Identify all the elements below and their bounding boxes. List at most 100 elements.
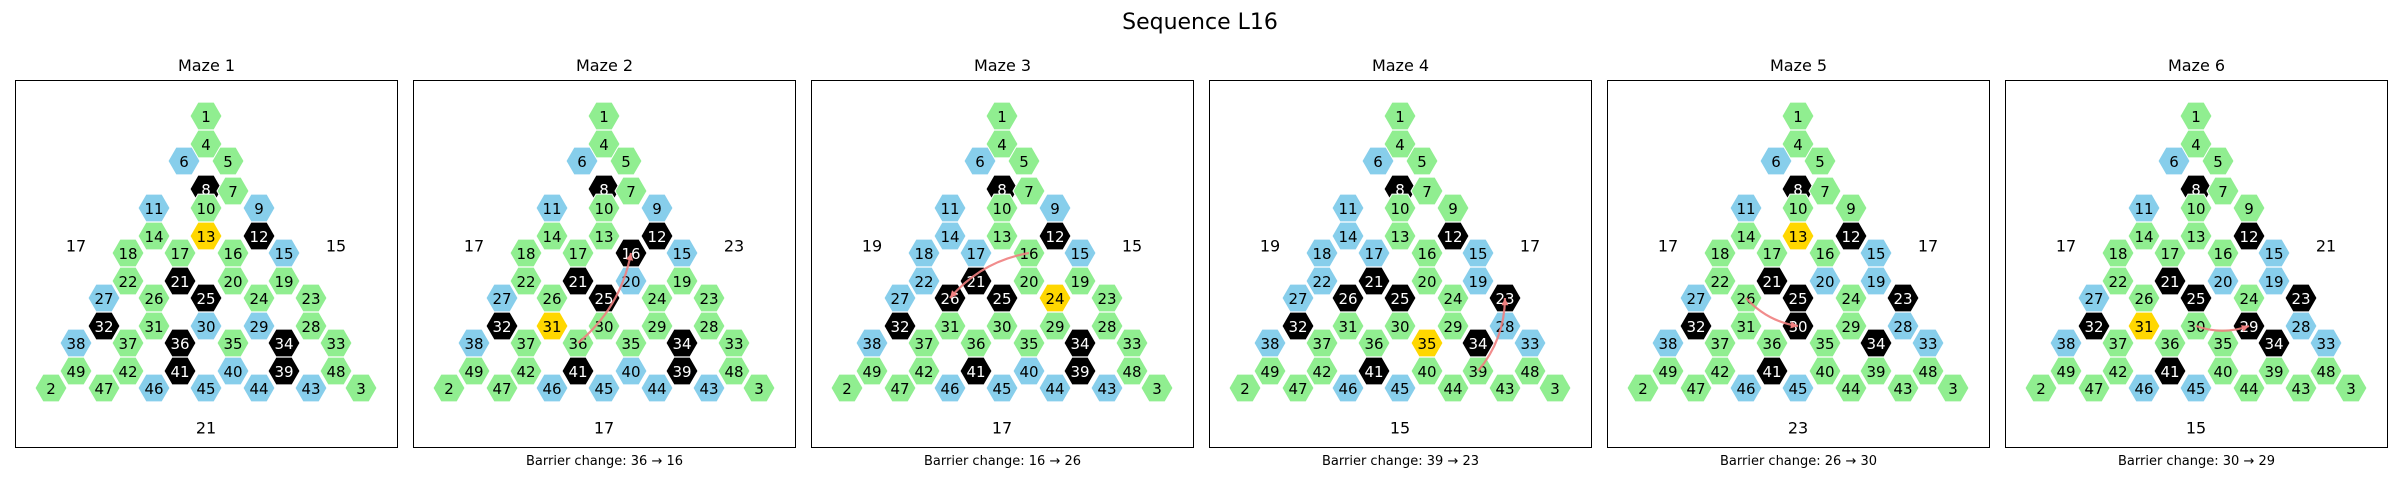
- hex-shape: [2049, 356, 2083, 386]
- hex-shape: [2232, 373, 2266, 403]
- hex-number: 27: [94, 290, 113, 308]
- hex-cell-open: 48: [319, 356, 353, 386]
- hex-number: 25: [1788, 290, 1807, 308]
- hex-cell-open: 35: [216, 328, 250, 358]
- hex-cell-blue: 45: [2179, 373, 2213, 403]
- hex-cell-blue: 45: [189, 373, 223, 403]
- hex-shape: [883, 311, 917, 341]
- hex-shape: [614, 356, 648, 386]
- hex-shape: [1834, 373, 1868, 403]
- hex-cell-open: 2: [830, 373, 864, 403]
- hex-cell-open: 14: [137, 221, 171, 251]
- hex-number: 5: [1815, 153, 1825, 171]
- hex-number: 5: [1417, 153, 1427, 171]
- hex-number: 35: [223, 335, 242, 353]
- hex-shape: [2334, 373, 2368, 403]
- hex-cell-blue: 45: [1383, 373, 1417, 403]
- hex-number: 31: [1338, 318, 1357, 336]
- hex-shape: [485, 311, 519, 341]
- hex-shape: [1331, 311, 1365, 341]
- hex-number: 48: [1918, 363, 1937, 381]
- maze-title: Maze 2: [575, 56, 634, 75]
- hex-cell-open: 44: [1834, 373, 1868, 403]
- hex-number: 31: [144, 318, 163, 336]
- hex-number: 7: [626, 183, 636, 201]
- hex-shape: [1834, 221, 1868, 251]
- hex-number: 36: [1364, 335, 1383, 353]
- hex-number: 43: [1495, 380, 1514, 398]
- hex-cell-blue: 38: [1253, 328, 1287, 358]
- hex-shape: [1405, 146, 1439, 176]
- hex-cell-open: 5: [609, 146, 643, 176]
- hex-number: 25: [196, 290, 215, 308]
- hex-number: 42: [516, 363, 535, 381]
- hex-number: 24: [249, 290, 268, 308]
- hex-shape: [1331, 373, 1365, 403]
- hex-cell-blue: 38: [59, 328, 93, 358]
- hex-number: 27: [890, 290, 909, 308]
- hex-cell-open: 3: [1140, 373, 1174, 403]
- hex-shape: [1911, 356, 1945, 386]
- hex-cell-barrier: 41: [2153, 356, 2187, 386]
- hex-shape: [1936, 373, 1970, 403]
- hex-cell-open: 7: [2206, 176, 2240, 206]
- hex-cell-barrier: 32: [1679, 311, 1713, 341]
- hex-number: 28: [1097, 318, 1116, 336]
- hex-number: 17: [1762, 245, 1781, 263]
- hex-number: 5: [223, 153, 233, 171]
- hex-number: 21: [568, 273, 587, 291]
- hex-number: 39: [274, 363, 293, 381]
- side-label-left: 17: [66, 237, 86, 256]
- hex-number: 42: [914, 363, 933, 381]
- hex-cell-open: 42: [907, 356, 941, 386]
- hex-cell-blue: 6: [1361, 146, 1395, 176]
- hex-cell-open: 36: [959, 328, 993, 358]
- hex-number: 21: [1364, 273, 1383, 291]
- hex-number: 25: [2186, 290, 2205, 308]
- hex-shape: [1281, 311, 1315, 341]
- hex-shape: [189, 373, 223, 403]
- hex-number: 35: [1815, 335, 1834, 353]
- hex-cell-barrier: 21: [2153, 266, 2187, 296]
- hex-cell-barrier: 21: [959, 266, 993, 296]
- barrier-change-caption: Barrier change: 36 → 16: [525, 454, 684, 469]
- hex-shape: [1140, 373, 1174, 403]
- hex-shape: [1703, 356, 1737, 386]
- hex-number: 17: [170, 245, 189, 263]
- hex-number: 18: [2108, 245, 2127, 263]
- hex-shape: [167, 146, 201, 176]
- hex-cell-blue: 11: [1729, 193, 1763, 223]
- hex-cell-barrier: 12: [1038, 221, 1072, 251]
- hex-number: 30: [1788, 318, 1807, 336]
- hex-number: 9: [1050, 200, 1060, 218]
- hex-number: 19: [274, 273, 293, 291]
- hex-number: 38: [1260, 335, 1279, 353]
- hex-cell-blue: 28: [2284, 311, 2318, 341]
- hex-cell-barrier: 39: [1063, 356, 1097, 386]
- hex-number: 49: [1260, 363, 1279, 381]
- hex-shape: [907, 266, 941, 296]
- hex-number: 2: [842, 380, 852, 398]
- side-label-right: 15: [1122, 237, 1142, 256]
- hex-number: 37: [1710, 335, 1729, 353]
- hex-cell-open: 18: [1703, 238, 1737, 268]
- hex-shape: [267, 266, 301, 296]
- hex-cell-open: 10: [2179, 193, 2213, 223]
- hex-cell-open: 13: [985, 221, 1019, 251]
- hex-number: 22: [1710, 273, 1729, 291]
- hex-number: 39: [1468, 363, 1487, 381]
- hex-cell-blue: 46: [933, 373, 967, 403]
- hex-shape: [1063, 356, 1097, 386]
- hex-shape: [1808, 356, 1842, 386]
- hex-shape: [294, 311, 328, 341]
- hex-cell-open: 9: [1436, 193, 1470, 223]
- hex-number: 13: [992, 228, 1011, 246]
- hex-cell-open: 20: [216, 266, 250, 296]
- hex-cell-open: 5: [1405, 146, 1439, 176]
- hex-shape: [855, 356, 889, 386]
- hex-cell-open: 2: [34, 373, 68, 403]
- hex-number: 24: [1841, 290, 1860, 308]
- hex-cell-blue: 20: [1808, 266, 1842, 296]
- hex-cell-blue: 27: [883, 283, 917, 313]
